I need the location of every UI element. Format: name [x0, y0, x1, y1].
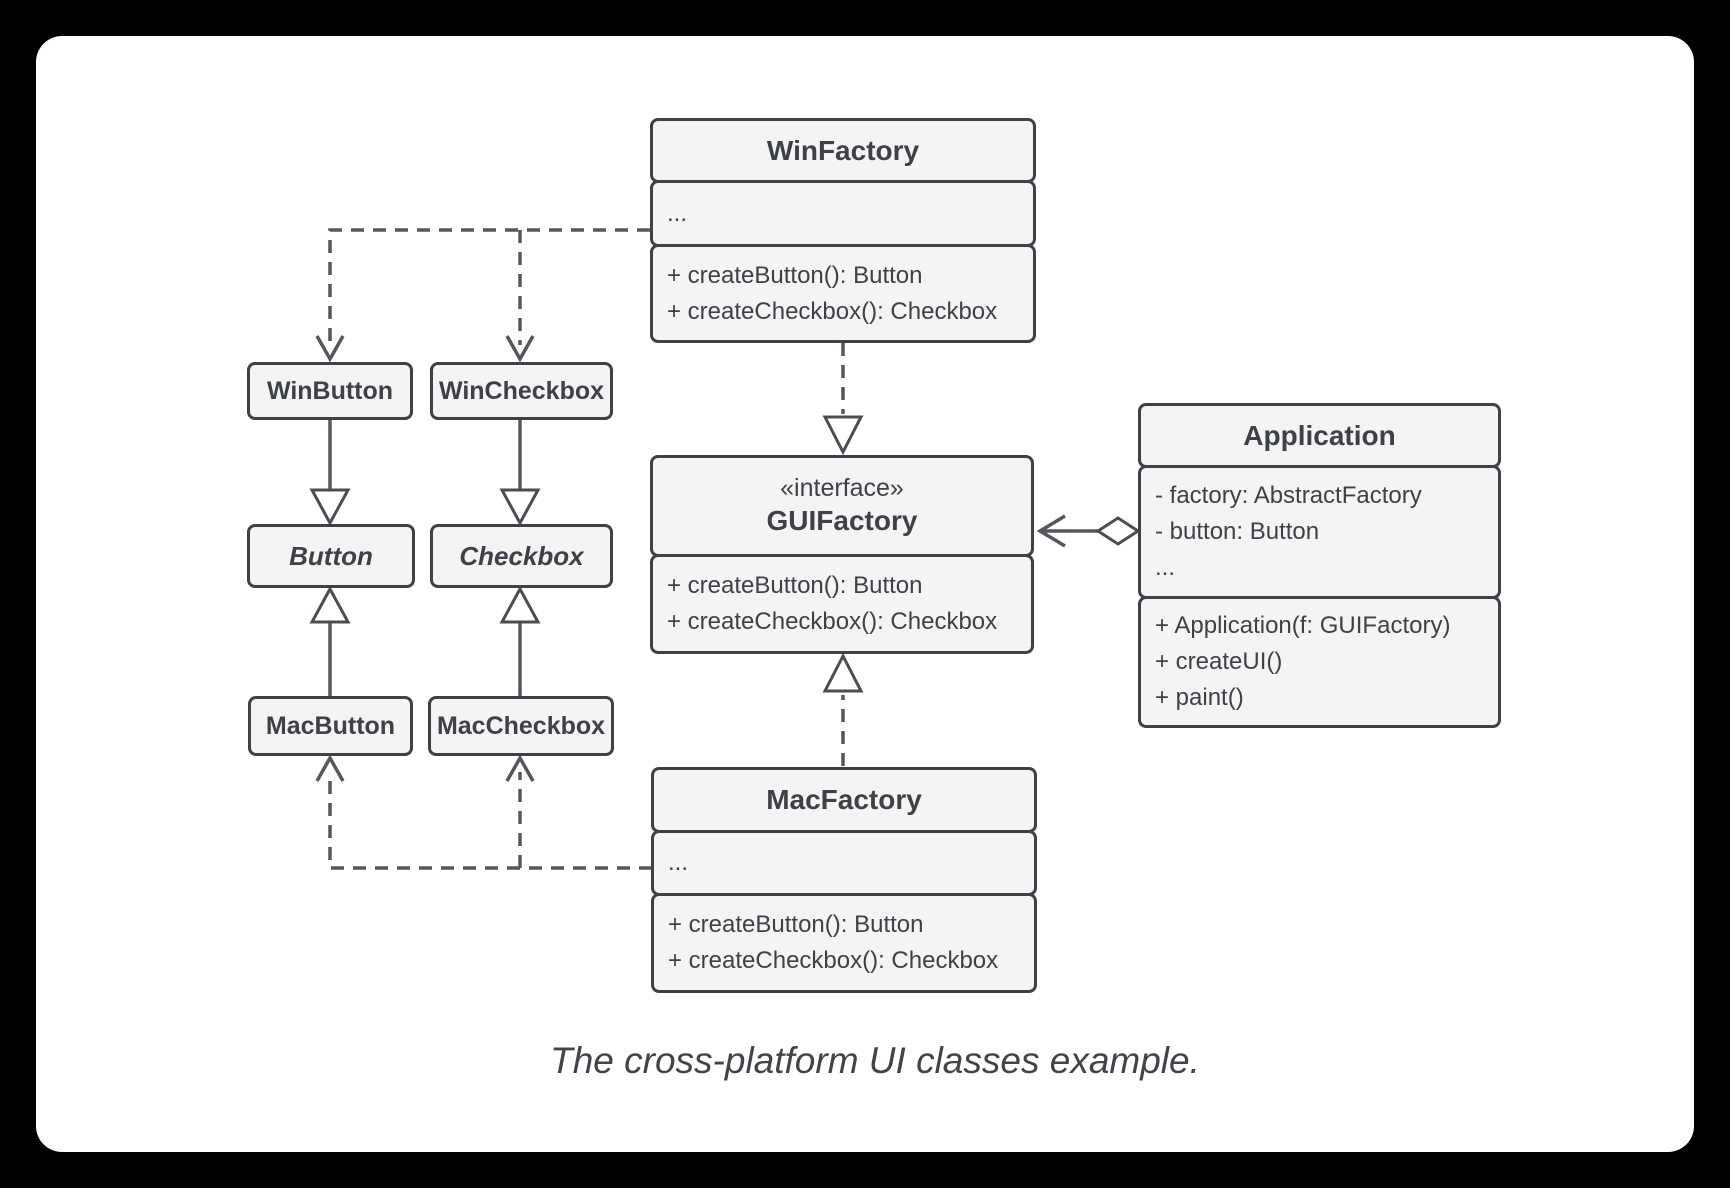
inheritance-triangle-checkbox-bottom [499, 585, 541, 624]
class-macfactory: MacFactory ... + createButton(): Button … [651, 767, 1037, 993]
class-maccheckbox: MacCheckbox [428, 696, 614, 756]
method-line: + createUI() [1155, 648, 1283, 675]
method-line: + createButton(): Button [667, 261, 923, 289]
realization-triangle-guifactory-top [822, 415, 864, 456]
aggregation-diamond [1095, 516, 1141, 546]
class-name: Application [1243, 419, 1396, 451]
class-winfactory-methods: + createButton(): Button + createCheckbo… [650, 244, 1036, 343]
class-winfactory-attrs: ... [650, 180, 1036, 247]
class-name: MacFactory [766, 784, 922, 815]
attr-line: - factory: AbstractFactory [1155, 482, 1422, 509]
aggregation-arrowhead-guifactory [1036, 514, 1066, 548]
class-winfactory: WinFactory ... + createButton(): Button … [650, 118, 1036, 343]
class-wincheckbox: WinCheckbox [430, 362, 613, 420]
figure-caption: The cross-platform UI classes example. [550, 1040, 1200, 1081]
class-guifactory-title: «interface» GUIFactory [650, 455, 1034, 557]
attr-line: ... [667, 199, 688, 227]
method-line: + createButton(): Button [668, 911, 924, 938]
class-macbutton: MacButton [248, 696, 413, 756]
class-guifactory: «interface» GUIFactory + createButton():… [650, 455, 1034, 654]
class-guifactory-methods: + createButton(): Button + createCheckbo… [650, 554, 1034, 654]
dependency-arrowhead-maccheckbox [505, 754, 535, 782]
class-application: Application - factory: AbstractFactory -… [1138, 403, 1501, 728]
class-application-methods: + Application(f: GUIFactory) + createUI(… [1138, 596, 1501, 728]
class-winbutton: WinButton [247, 362, 413, 420]
inheritance-triangle-button-bottom [309, 585, 351, 624]
inheritance-triangle-checkbox-top [499, 488, 541, 527]
method-line: + paint() [1155, 684, 1244, 711]
dependency-arrowhead-winbutton [315, 335, 345, 363]
class-application-title: Application [1138, 403, 1501, 468]
method-line: + createCheckbox(): Checkbox [668, 947, 999, 974]
attr-line: ... [1155, 554, 1176, 581]
dependency-winfactory-to-winbutton-line [328, 228, 650, 345]
class-name: WinFactory [766, 134, 920, 166]
class-macfactory-attrs: ... [651, 830, 1037, 896]
method-line: + Application(f: GUIFactory) [1155, 612, 1451, 639]
class-application-attrs: - factory: AbstractFactory - button: But… [1138, 465, 1501, 599]
stereotype-label: «interface» [780, 473, 904, 502]
dependency-arrowhead-macbutton [315, 754, 345, 782]
class-checkbox: Checkbox [430, 524, 613, 588]
class-macfactory-title: MacFactory [651, 767, 1037, 833]
method-line: + createCheckbox(): Checkbox [667, 297, 998, 325]
class-winfactory-title: WinFactory [650, 118, 1036, 183]
dependency-macfactory-to-macbutton-line [328, 772, 652, 870]
class-macfactory-methods: + createButton(): Button + createCheckbo… [651, 893, 1037, 993]
method-line: + createButton(): Button [667, 572, 923, 599]
class-name: GUIFactory [766, 504, 918, 536]
attr-line: ... [668, 849, 689, 876]
realization-triangle-guifactory-bottom [822, 652, 864, 693]
inheritance-triangle-button-top [309, 488, 351, 527]
attr-line: - button: Button [1155, 518, 1320, 545]
dependency-arrowhead-wincheckbox [505, 335, 535, 363]
method-line: + createCheckbox(): Checkbox [667, 608, 998, 635]
class-button: Button [247, 524, 415, 588]
